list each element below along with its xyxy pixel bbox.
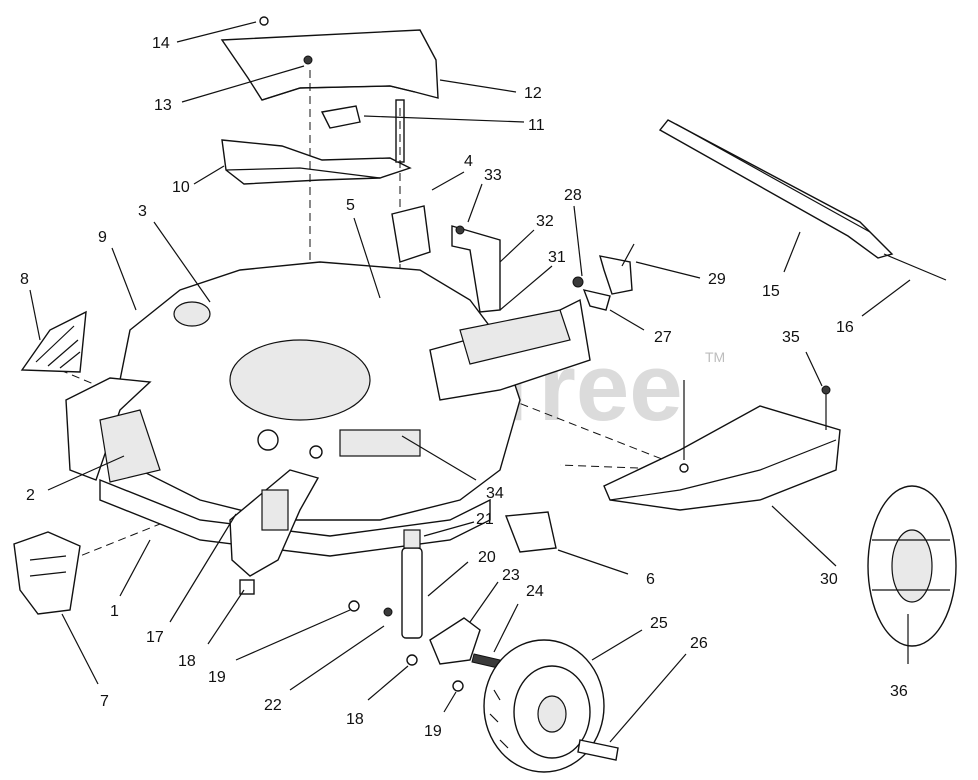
part-30-skirt bbox=[603, 380, 841, 511]
callout-30: 30 bbox=[820, 571, 838, 588]
part-29-pin bbox=[621, 243, 635, 267]
callout-22: 22 bbox=[264, 697, 282, 714]
callout-20: 20 bbox=[478, 549, 496, 566]
deck-fitting bbox=[257, 429, 279, 451]
deck-bolt bbox=[309, 445, 323, 459]
part-26-wheel-bolt bbox=[577, 739, 619, 761]
callout-25: 25 bbox=[650, 615, 668, 632]
callout-7: 7 bbox=[100, 693, 109, 710]
callout-34: 34 bbox=[486, 485, 504, 502]
callout-23: 23 bbox=[502, 567, 520, 584]
part-36-wheel-cover bbox=[867, 485, 957, 647]
part-19-washer-a bbox=[348, 600, 360, 612]
callout-24: 24 bbox=[526, 583, 544, 600]
part-2-bumper bbox=[65, 377, 161, 483]
callout-13: 13 bbox=[154, 97, 172, 114]
callout-17: 17 bbox=[146, 629, 164, 646]
callout-labels: 14 13 12 11 10 4 33 28 5 3 9 32 31 29 15… bbox=[20, 35, 908, 740]
callout-4: 4 bbox=[464, 153, 473, 170]
part-10-baffle bbox=[221, 99, 412, 185]
callout-8: 8 bbox=[20, 271, 29, 288]
part-28-screw bbox=[572, 276, 584, 288]
callout-27: 27 bbox=[654, 329, 672, 346]
part-27-latch bbox=[572, 243, 635, 311]
blade-opening bbox=[229, 339, 371, 421]
callout-5: 5 bbox=[346, 197, 355, 214]
part-22-screw bbox=[383, 607, 393, 617]
callout-31: 31 bbox=[548, 249, 566, 266]
part-21-knob bbox=[403, 529, 421, 549]
deck-boss bbox=[173, 301, 211, 327]
part-32-bracket bbox=[451, 225, 501, 313]
callout-11: 11 bbox=[528, 117, 545, 134]
callout-1: 1 bbox=[110, 603, 119, 620]
callout-16: 16 bbox=[836, 319, 854, 336]
callout-12: 12 bbox=[524, 85, 542, 102]
callout-35: 35 bbox=[782, 329, 800, 346]
callout-6: 6 bbox=[646, 571, 655, 588]
part-7-chute bbox=[13, 531, 81, 615]
callout-18-a: 18 bbox=[178, 653, 196, 670]
callout-29: 29 bbox=[708, 271, 726, 288]
callout-15: 15 bbox=[762, 283, 780, 300]
part-14-nut bbox=[259, 16, 269, 26]
part-33-bolt bbox=[455, 225, 465, 235]
part-13-screw bbox=[303, 55, 313, 65]
watermark-trademark: TM bbox=[705, 349, 725, 365]
callout-28: 28 bbox=[564, 187, 582, 204]
callout-21: 21 bbox=[476, 511, 494, 528]
leader-lines bbox=[29, 21, 911, 743]
callout-36: 36 bbox=[890, 683, 908, 700]
part-15-rear-flap bbox=[658, 119, 947, 281]
callout-18-b: 18 bbox=[346, 711, 364, 728]
part-34-decal bbox=[339, 429, 421, 457]
callout-32: 32 bbox=[536, 213, 554, 230]
part-12-cover bbox=[220, 16, 439, 101]
assembly-line-7 bbox=[69, 519, 171, 561]
part-20-arm bbox=[383, 529, 423, 639]
callout-14: 14 bbox=[152, 35, 170, 52]
part-18-spacer-b bbox=[406, 654, 418, 666]
part-1-deck bbox=[99, 261, 521, 557]
part-25-wheel bbox=[483, 639, 605, 773]
part-19-washer-b bbox=[452, 680, 464, 692]
part-23-pivot bbox=[429, 617, 481, 665]
callout-9: 9 bbox=[98, 229, 107, 246]
part-16-rod bbox=[883, 253, 947, 281]
callout-19-a: 19 bbox=[208, 669, 226, 686]
part-17-bracket bbox=[229, 469, 320, 577]
part-11-tab bbox=[320, 105, 361, 129]
callout-33: 33 bbox=[484, 167, 502, 184]
callout-19-b: 19 bbox=[424, 723, 442, 740]
part-31-axle-assembly bbox=[429, 225, 591, 401]
assembly-line-30b bbox=[559, 464, 691, 471]
callout-3: 3 bbox=[138, 203, 147, 220]
callout-2: 2 bbox=[26, 487, 35, 504]
callout-26: 26 bbox=[690, 635, 708, 652]
callout-10: 10 bbox=[172, 179, 190, 196]
part-8-grille bbox=[20, 310, 87, 373]
part-6-bracket bbox=[505, 511, 557, 553]
